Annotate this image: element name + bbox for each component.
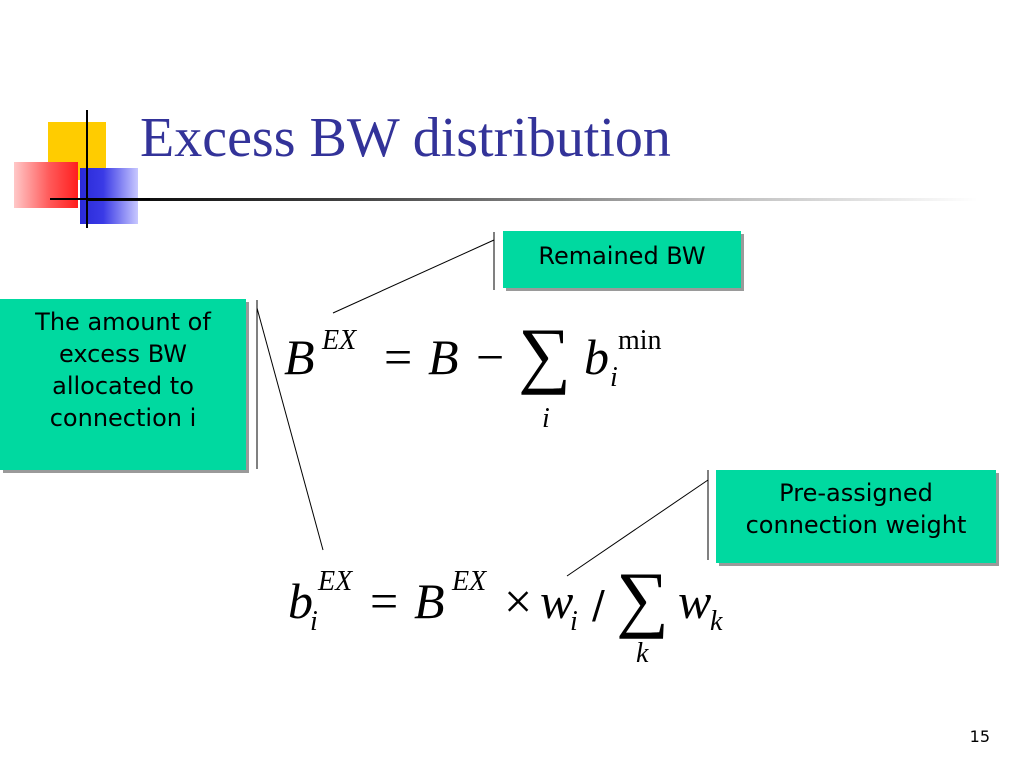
callout-weight-line-2: connection weight [745,510,967,539]
formula2-lhs-sup: EX [318,566,353,597]
formula1-term-sub: i [610,362,618,393]
leader-weight [566,479,709,577]
formula2-times: × [504,573,533,629]
formula2-sum-sub: k [636,638,649,669]
logo-blue-square [80,168,138,224]
formula2-slash: / [592,583,605,627]
callout-amount-line-2: excess BW [58,339,188,368]
formula2-sum: ∑ [616,558,669,640]
formula1-lhs-sup: EX [322,325,357,356]
formula1-lhs: B [284,329,315,385]
callout-excess-amount: The amount of excess BW allocated to con… [0,299,246,470]
slide-title: Excess BW distribution [140,107,671,169]
formula2-lhs-sub: i [310,606,318,637]
formula2-w-sub: i [570,606,578,637]
logo-red-square [14,162,78,208]
formula1-term-sup: min [618,325,662,356]
formula1-b: B [428,329,459,385]
callout-amount-line-4: connection i [49,403,197,432]
formula2-lhs: b [288,573,313,629]
formula2-wk-sub: k [710,606,723,637]
formula1-term: b [584,329,609,385]
title-underline [88,198,978,201]
formula2-w: w [540,573,574,629]
leader-remained [332,239,495,314]
formula2-B-sup: EX [452,566,487,597]
formula1-minus: − [476,329,505,385]
callout-remained-text: Remained BW [538,242,706,270]
callout-weight-line-1: Pre-assigned [779,479,933,507]
logo-vertical-line [86,110,88,228]
formula1-sum: ∑ [518,314,571,396]
callout-amount-line-1: The amount of [35,308,211,336]
formula1-sum-sub: i [542,403,550,434]
formula2-equals: = [370,573,399,629]
callout-connection-weight: Pre-assigned connection weight [716,470,996,563]
leader-amount [256,307,324,551]
logo-horizontal-line [50,198,150,200]
page-number: 15 [969,727,990,746]
callout-amount-line-3: allocated to [52,371,194,400]
formula1-equals: = [384,329,413,385]
formula2-wk: w [678,573,712,629]
formula2-B: B [414,573,445,629]
callout-remained-bw: Remained BW [503,231,741,288]
